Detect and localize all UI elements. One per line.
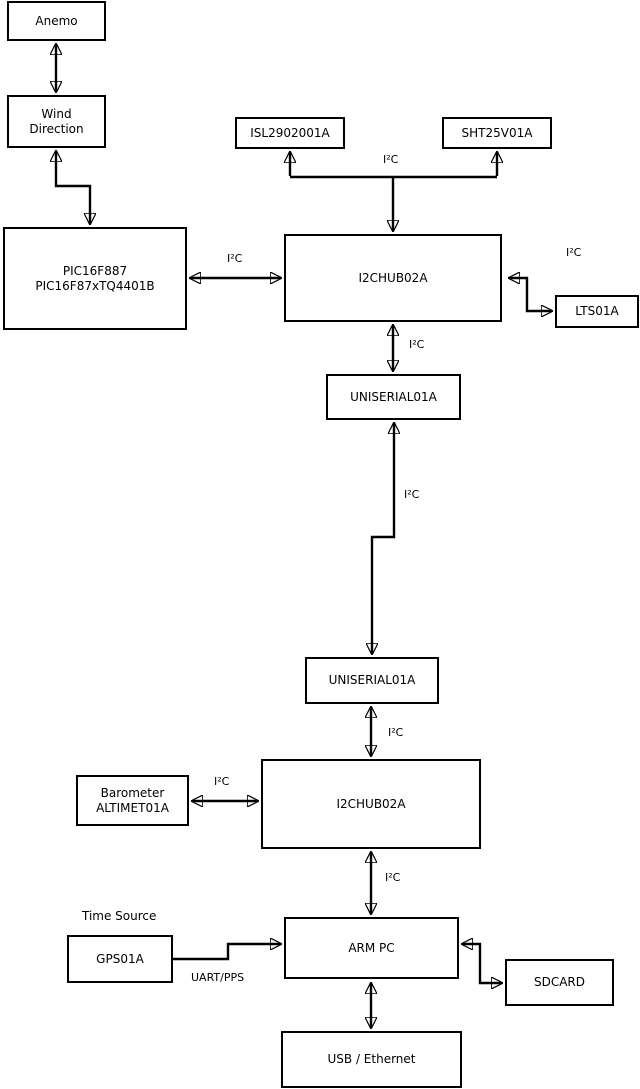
node-uniserial01a-top-label: UNISERIAL01A — [350, 389, 437, 404]
node-gps01a[interactable]: GPS01A — [67, 935, 173, 983]
node-sht25v01a-label: SHT25V01A — [461, 125, 533, 140]
node-usb-ethernet-label: USB / Ethernet — [327, 1052, 416, 1066]
edge-label-uniserial-link: I²C — [404, 488, 420, 501]
node-pic-microcontroller[interactable]: PIC16F887 PIC16F87xTQ4401B — [3, 227, 187, 330]
edge-label-gps-to-armpc: UART/PPS — [191, 971, 245, 984]
node-wind-direction[interactable]: Wind Direction — [7, 95, 106, 148]
edge-label-barometer-to-hub-bot: I²C — [214, 775, 230, 788]
node-sht25v01a[interactable]: SHT25V01A — [442, 117, 552, 149]
node-usb-ethernet[interactable]: USB / Ethernet — [281, 1031, 462, 1088]
wire-gps-armpc — [173, 944, 281, 961]
wire-armpc-sdcard — [462, 944, 502, 983]
node-gps01a-label: GPS01A — [96, 951, 144, 966]
node-pic-label-line2: PIC16F87xTQ4401B — [35, 278, 155, 293]
node-uniserial01a-bottom[interactable]: UNISERIAL01A — [305, 657, 439, 704]
edge-label-uniserial-bot-to-hub-bot: I²C — [388, 726, 404, 739]
node-anemo-label: Anemo — [35, 13, 78, 28]
node-uniserial01a-top[interactable]: UNISERIAL01A — [326, 374, 461, 420]
node-pic-label-line1: PIC16F887 — [62, 263, 128, 278]
node-anemo[interactable]: Anemo — [7, 1, 106, 41]
wire-hubtop-lts — [509, 278, 552, 311]
edge-label-pic-to-hub-top: I²C — [227, 252, 243, 265]
node-i2chub02a-bottom-label: I2CHUB02A — [336, 796, 406, 811]
edge-label-hub-top-to-uniserial-top: I²C — [409, 338, 425, 351]
node-i2chub02a-top-label: I2CHUB02A — [358, 270, 428, 285]
node-sdcard-label: SDCARD — [533, 975, 586, 989]
node-isl2902001a[interactable]: ISL2902001A — [235, 117, 345, 149]
node-i2chub02a-bottom[interactable]: I2CHUB02A — [261, 759, 481, 849]
node-uniserial01a-bottom-label: UNISERIAL01A — [328, 673, 416, 687]
node-barometer-label-line2: ALTIMET01A — [96, 800, 169, 815]
node-arm-pc[interactable]: ARM PC — [284, 917, 459, 979]
edge-label-hub-top-to-lts: I²C — [566, 246, 582, 259]
edge-label-hub-bot-to-armpc: I²C — [385, 871, 401, 884]
wire-wind-pic — [56, 151, 90, 224]
node-wind-direction-label-line1: Wind — [41, 106, 72, 121]
label-time-source: Time Source — [82, 909, 157, 923]
node-wind-direction-label-line2: Direction — [29, 121, 84, 136]
edge-label-sensors-to-hub-top: I²C — [383, 153, 399, 166]
node-sdcard[interactable]: SDCARD — [505, 959, 614, 1006]
node-isl2902001a-label: ISL2902001A — [250, 125, 330, 140]
node-i2chub02a-top[interactable]: I2CHUB02A — [284, 234, 502, 322]
node-barometer-altimet01a[interactable]: Barometer ALTIMET01A — [76, 775, 189, 826]
node-barometer-label-line1: Barometer — [100, 785, 165, 800]
node-arm-pc-label: ARM PC — [348, 940, 395, 955]
node-lts01a[interactable]: LTS01A — [555, 295, 639, 328]
wire-uniserial-link — [372, 423, 394, 654]
node-lts01a-label: LTS01A — [575, 304, 619, 318]
